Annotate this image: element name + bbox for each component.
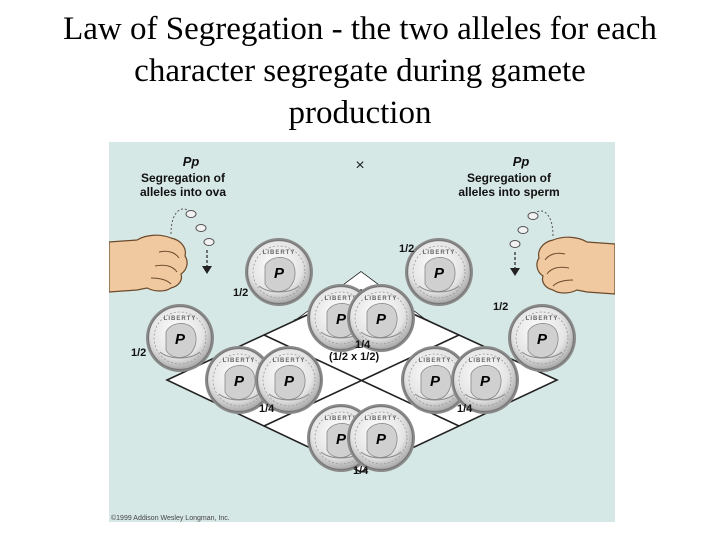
coin-word: LIBERTY [365, 416, 398, 422]
ova-coin-left: LIBERTY P [145, 303, 215, 373]
coin-allele-letter: P [430, 373, 441, 390]
coin-allele-letter: P [376, 311, 387, 328]
coin-word: LIBERTY [423, 250, 456, 256]
ova-coin-top: LIBERTY P [244, 237, 314, 307]
coin-word: LIBERTY [223, 358, 256, 364]
fraction-ova-top: 1/2 [233, 287, 248, 299]
cell-left-coin-b: LIBERTY P [254, 345, 324, 415]
title-line-3: production [288, 95, 432, 131]
right-parent-label-line-1: Segregation of [467, 171, 552, 185]
fraction-sperm-top: 1/2 [399, 243, 414, 255]
left-parent-label-line-1: Segregation of [141, 171, 226, 185]
coin-allele-letter: P [336, 311, 347, 328]
right-parent-genotype: Pp [513, 154, 530, 169]
coin-allele-letter: P [234, 373, 245, 390]
coin-word: LIBERTY [273, 358, 306, 364]
left-parent-label-line-2: alleles into ova [140, 185, 226, 199]
fraction-cell-top: 1/4 [355, 339, 371, 351]
coin-allele-letter: P [434, 265, 445, 282]
fraction-cell-left: 1/4 [259, 403, 275, 415]
coin-word: LIBERTY [365, 296, 398, 302]
coin-allele-letter: P [537, 331, 548, 348]
fraction-cell-top-product: (1/2 x 1/2) [329, 351, 379, 363]
coin-word: LIBERTY [419, 358, 452, 364]
sperm-coin-right: LIBERTY P [507, 303, 577, 373]
cell-top-coin-b: LIBERTY P [346, 283, 416, 353]
coin-allele-letter: P [175, 331, 186, 348]
left-parent-genotype: Pp [183, 154, 200, 169]
coin-word: LIBERTY [325, 416, 358, 422]
cell-right-coin-a: LIBERTY P [400, 345, 470, 415]
cell-bottom-coin-b: LIBERTY P [346, 403, 416, 473]
right-hand-illustration [509, 210, 615, 295]
coin-word: LIBERTY [263, 250, 296, 256]
cell-bottom-coin-a: LIBERTY P [306, 403, 376, 473]
coin-allele-letter: P [376, 431, 387, 448]
title-line-1: Law of Segregation - the two alleles for… [63, 11, 657, 47]
coin-word: LIBERTY [164, 316, 197, 322]
slide-title: Law of Segregation - the two alleles for… [0, 8, 720, 134]
coin-allele-letter: P [480, 373, 491, 390]
coin-allele-letter: P [284, 373, 295, 390]
copyright-credit: ©1999 Addison Wesley Longman, Inc. [111, 514, 230, 522]
coin-word: LIBERTY [526, 316, 559, 322]
coin-allele-letter: P [274, 265, 285, 282]
cell-right-coin-b: LIBERTY P [450, 345, 520, 415]
cell-left-coin-a: LIBERTY P [204, 345, 274, 415]
fraction-sperm-right: 1/2 [493, 301, 508, 313]
fraction-cell-right: 1/4 [457, 403, 473, 415]
left-hand-illustration [109, 208, 215, 293]
fraction-cell-bottom: 1/4 [353, 465, 369, 477]
title-line-2: character segregate during gamete [134, 53, 586, 89]
cross-symbol: × [355, 157, 364, 174]
sperm-coin-top: LIBERTY P [404, 237, 474, 307]
fraction-ova-left: 1/2 [131, 347, 146, 359]
right-parent-label-line-2: alleles into sperm [458, 185, 559, 199]
coin-word: LIBERTY [325, 296, 358, 302]
coin-allele-letter: P [336, 431, 347, 448]
punnett-coin-diagram: Pp Segregation of alleles into ova Pp Se… [109, 142, 615, 522]
cell-top-coin-a: LIBERTY P [306, 283, 376, 353]
coin-word: LIBERTY [469, 358, 502, 364]
